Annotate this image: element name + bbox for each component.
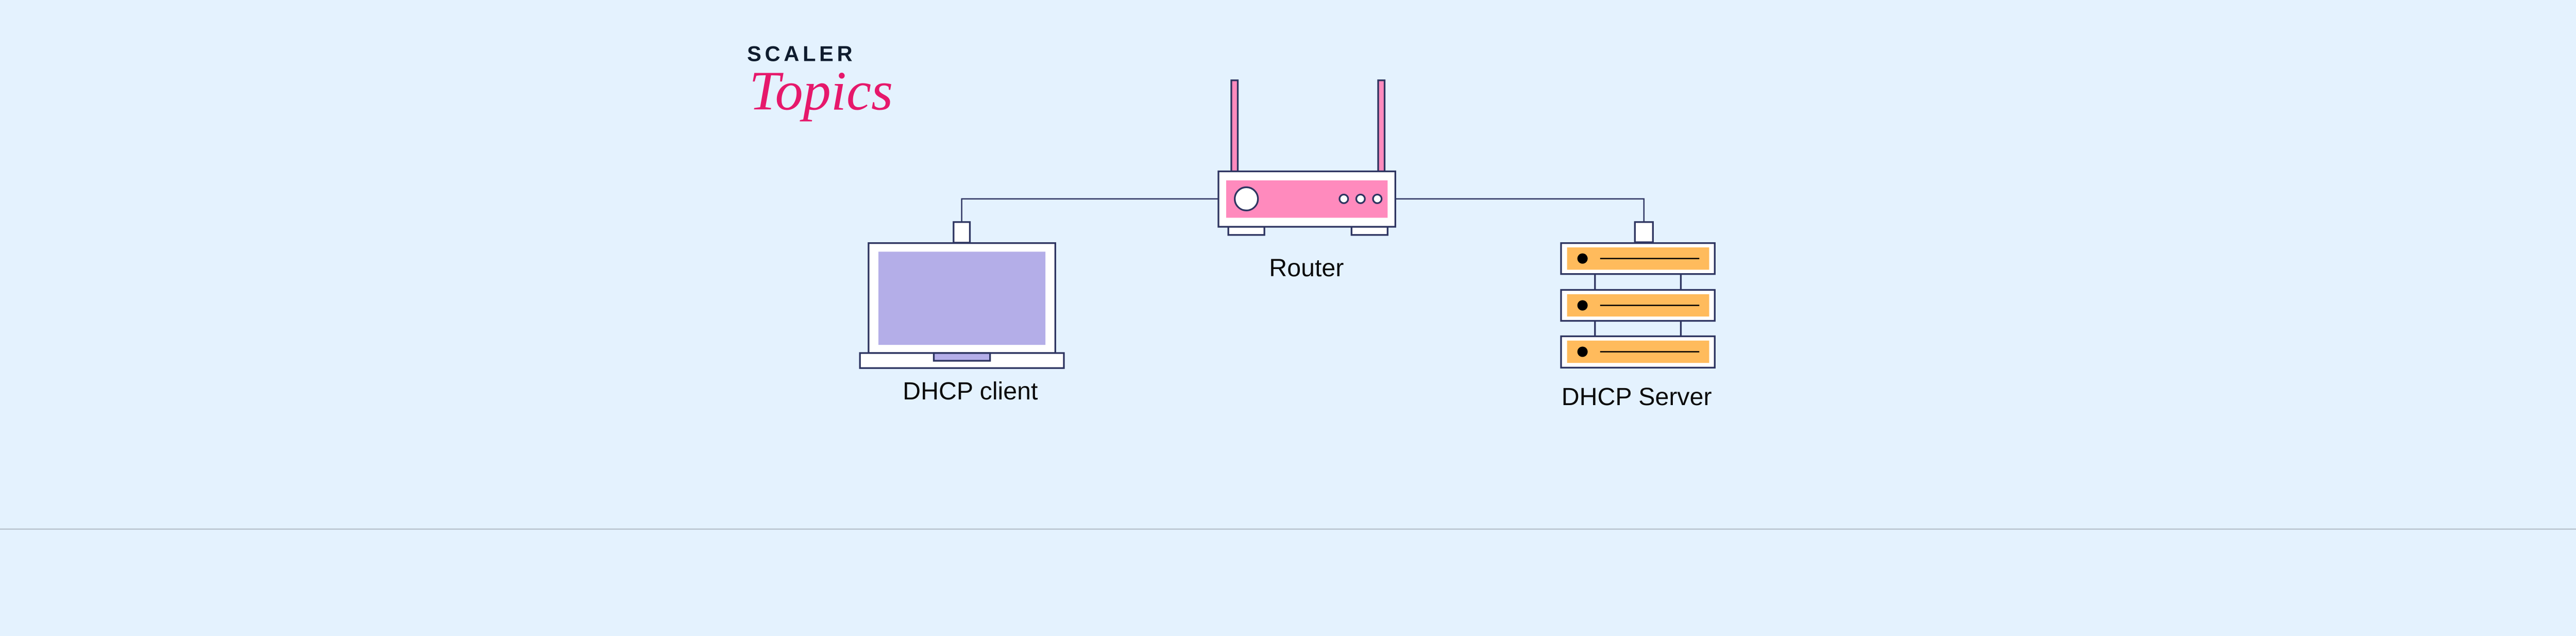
cable-router-client bbox=[961, 198, 1219, 222]
router-antenna bbox=[1230, 79, 1239, 173]
laptop-trackpad bbox=[933, 352, 991, 362]
server-unit bbox=[1560, 335, 1716, 369]
router-led bbox=[1372, 193, 1383, 204]
router-label: Router bbox=[1269, 254, 1344, 282]
server-network-port bbox=[1634, 221, 1654, 243]
router-icon bbox=[1217, 79, 1396, 236]
router-antenna bbox=[1377, 79, 1386, 173]
client-label: DHCP client bbox=[903, 377, 1038, 405]
logo-sub: Topics bbox=[749, 60, 893, 122]
router-foot bbox=[1350, 226, 1388, 236]
network-cables bbox=[961, 198, 1645, 222]
client-network-port bbox=[953, 221, 971, 244]
router-led bbox=[1355, 193, 1366, 204]
laptop-screen bbox=[878, 252, 1046, 345]
logo-brand: SCALER bbox=[747, 41, 856, 65]
server-unit bbox=[1560, 289, 1716, 322]
laptop-icon bbox=[859, 221, 1065, 369]
cable-router-server bbox=[1395, 198, 1645, 222]
server-label: DHCP Server bbox=[1562, 383, 1712, 411]
dhcp-diagram: SCALER Topics Router DHCP client bbox=[0, 41, 2576, 530]
server-unit bbox=[1560, 242, 1716, 275]
server-rack-icon bbox=[1560, 221, 1716, 369]
router-power-button bbox=[1234, 186, 1259, 211]
scaler-topics-logo: SCALER Topics bbox=[747, 41, 893, 122]
router-foot bbox=[1227, 226, 1265, 236]
router-led bbox=[1338, 193, 1349, 204]
